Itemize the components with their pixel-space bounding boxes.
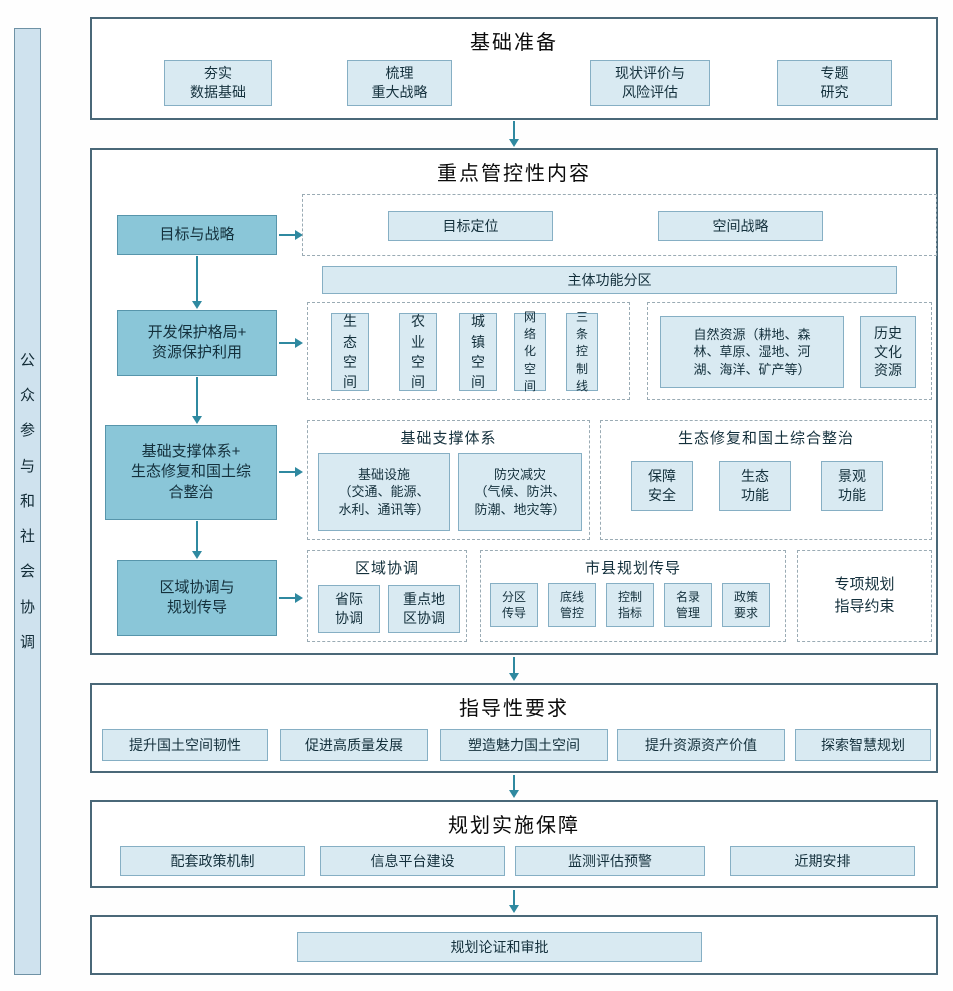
arrow-guidance-to-implementation: [508, 775, 520, 798]
arrow-development-to-support: [191, 377, 203, 424]
eco-function-box: 生态 功能: [719, 461, 791, 511]
group-city-county-transmission-title: 市县规划传导: [584, 560, 681, 577]
group-resources: 自然资源（耕地、森 林、草原、湿地、河 湖、海洋、矿产等） 历史 文化 资源: [647, 302, 932, 400]
control-index-box: 控制 指标: [606, 583, 654, 627]
arrow-support-to-regional: [191, 521, 203, 559]
section-approval: 规划论证和审批: [90, 915, 938, 975]
arrow-head: [509, 673, 519, 681]
arrow-head: [295, 467, 303, 477]
arrow-stem: [279, 233, 295, 237]
guidance-smart-planning-box: 探索智慧规划: [795, 729, 931, 761]
space-agricultural: 农业空间: [399, 313, 437, 391]
approval-box: 规划论证和审批: [297, 932, 702, 962]
section-implementation-title: 规划实施保障: [448, 815, 580, 837]
guidance-quality-development-box: 促进高质量发展: [280, 729, 428, 761]
group-support-system: 基础支撑体系 基础设施 （交通、能源、 水利、通讯等） 防灾减灾 （气候、防洪、…: [307, 420, 590, 540]
prep-item-data-foundation: 夯实 数据基础: [164, 60, 272, 106]
sidebar-label: 公众参与和社会协调: [19, 351, 35, 651]
main-function-zoning-bar: 主体功能分区: [322, 266, 897, 294]
near-term-arrangement-box: 近期安排: [730, 846, 915, 876]
space-ecological: 生态空间: [331, 313, 369, 391]
prep-item-status-risk-assessment: 现状评价与 风险评估: [590, 60, 710, 106]
core-left-development-protection: 开发保护格局+ 资源保护利用: [117, 310, 277, 376]
safety-guarantee-box: 保障 安全: [631, 461, 693, 511]
guidance-charming-space-box: 塑造魅力国土空间: [440, 729, 608, 761]
spatial-strategy-box: 空间战略: [658, 211, 823, 241]
arrow-head: [509, 905, 519, 913]
sidebar-public-participation-band: 公众参与和社会协调: [14, 28, 41, 975]
interprovincial-coordination-box: 省际 协调: [318, 585, 380, 633]
section-guidance-title: 指导性要求: [459, 698, 569, 720]
section-key-control-title: 重点管控性内容: [437, 163, 591, 185]
key-area-coordination-box: 重点地 区协调: [388, 585, 460, 633]
group-support-system-title: 基础支撑体系: [400, 430, 497, 447]
landscape-function-box: 景观 功能: [821, 461, 883, 511]
arrow-head: [295, 338, 303, 348]
core-left-goals-strategy: 目标与战略: [117, 215, 277, 255]
prep-item-major-strategies: 梳理 重大战略: [347, 60, 452, 106]
monitoring-warning-box: 监测评估预警: [515, 846, 705, 876]
arrow-stem: [512, 121, 516, 139]
arrow-regional-to-row5: [279, 592, 303, 604]
arrow-stem: [279, 596, 295, 600]
arrow-head: [509, 790, 519, 798]
core-left-support-restoration: 基础支撑体系+ 生态修复和国土综 合整治: [105, 425, 277, 520]
goal-positioning-box: 目标定位: [388, 211, 553, 241]
arrow-implementation-to-approval: [508, 890, 520, 913]
group-special-planning: 专项规划 指导约束: [797, 550, 932, 642]
section-basic-preparation-title: 基础准备: [470, 32, 558, 54]
arrow-prep-to-core: [508, 121, 520, 147]
arrow-head: [192, 416, 202, 424]
arrow-stem: [195, 256, 199, 301]
group-spaces: 生态空间 农业空间 城镇空间 网络化空间 三条控制线: [307, 302, 630, 400]
arrow-stem: [279, 341, 295, 345]
arrow-stem: [279, 470, 295, 474]
arrow-stem: [512, 775, 516, 790]
arrow-head: [192, 551, 202, 559]
arrow-goals-to-row1: [279, 229, 303, 241]
arrow-development-to-row3: [279, 337, 303, 349]
guidance-asset-value-box: 提升资源资产价值: [617, 729, 785, 761]
arrow-core-to-guidance: [508, 657, 520, 681]
group-eco-restoration-title: 生态修复和国土综合整治: [677, 430, 854, 447]
guidance-resilience-box: 提升国土空间韧性: [102, 729, 268, 761]
prep-item-special-research: 专题 研究: [777, 60, 892, 106]
arrow-stem: [195, 377, 199, 416]
arrow-head: [295, 230, 303, 240]
group-regional-coordination-title: 区域协调: [354, 560, 419, 577]
section-guidance-requirements: 指导性要求 提升国土空间韧性 促进高质量发展 塑造魅力国土空间 提升资源资产价值…: [90, 683, 938, 773]
section-basic-preparation: 基础准备 夯实 数据基础 梳理 重大战略 现状评价与 风险评估 专题 研究: [90, 17, 938, 120]
natural-resources-box: 自然资源（耕地、森 林、草原、湿地、河 湖、海洋、矿产等）: [660, 316, 844, 388]
space-network: 网络化空间: [514, 310, 546, 393]
disaster-prevention-box: 防灾减灾 （气候、防洪、 防潮、地灾等）: [458, 453, 582, 531]
space-urban: 城镇空间: [459, 313, 497, 391]
historic-cultural-resources-box: 历史 文化 资源: [860, 316, 916, 388]
info-platform-box: 信息平台建设: [320, 846, 505, 876]
group-regional-coordination: 区域协调 省际 协调 重点地 区协调: [307, 550, 467, 642]
space-three-control-lines: 三条控制线: [566, 310, 598, 393]
group-eco-restoration: 生态修复和国土综合整治 保障 安全 生态 功能 景观 功能: [600, 420, 932, 540]
list-management-box: 名录 管理: [664, 583, 712, 627]
bottom-line-control-box: 底线 管控: [548, 583, 596, 627]
group-city-county-transmission: 市县规划传导 分区 传导 底线 管控 控制 指标 名录 管理 政策 要求: [480, 550, 786, 642]
arrow-stem: [195, 521, 199, 551]
arrow-head: [509, 139, 519, 147]
section-implementation-safeguards: 规划实施保障 配套政策机制 信息平台建设 监测评估预警 近期安排: [90, 800, 938, 888]
arrow-head: [295, 593, 303, 603]
special-planning-label: 专项规划 指导约束: [834, 575, 895, 616]
arrow-stem: [512, 890, 516, 905]
policy-mechanism-box: 配套政策机制: [120, 846, 305, 876]
arrow-head: [192, 301, 202, 309]
arrow-stem: [512, 657, 516, 673]
arrow-goals-to-development: [191, 256, 203, 309]
group-goals-strategy: 目标定位 空间战略: [302, 194, 937, 256]
zone-transmission-box: 分区 传导: [490, 583, 538, 627]
infrastructure-box: 基础设施 （交通、能源、 水利、通讯等）: [318, 453, 450, 531]
section-key-control-content: 重点管控性内容 目标与战略 开发保护格局+ 资源保护利用 基础支撑体系+ 生态修…: [90, 148, 938, 655]
core-left-regional-transmission: 区域协调与 规划传导: [117, 560, 277, 636]
policy-requirements-box: 政策 要求: [722, 583, 770, 627]
arrow-support-to-row4: [279, 466, 303, 478]
